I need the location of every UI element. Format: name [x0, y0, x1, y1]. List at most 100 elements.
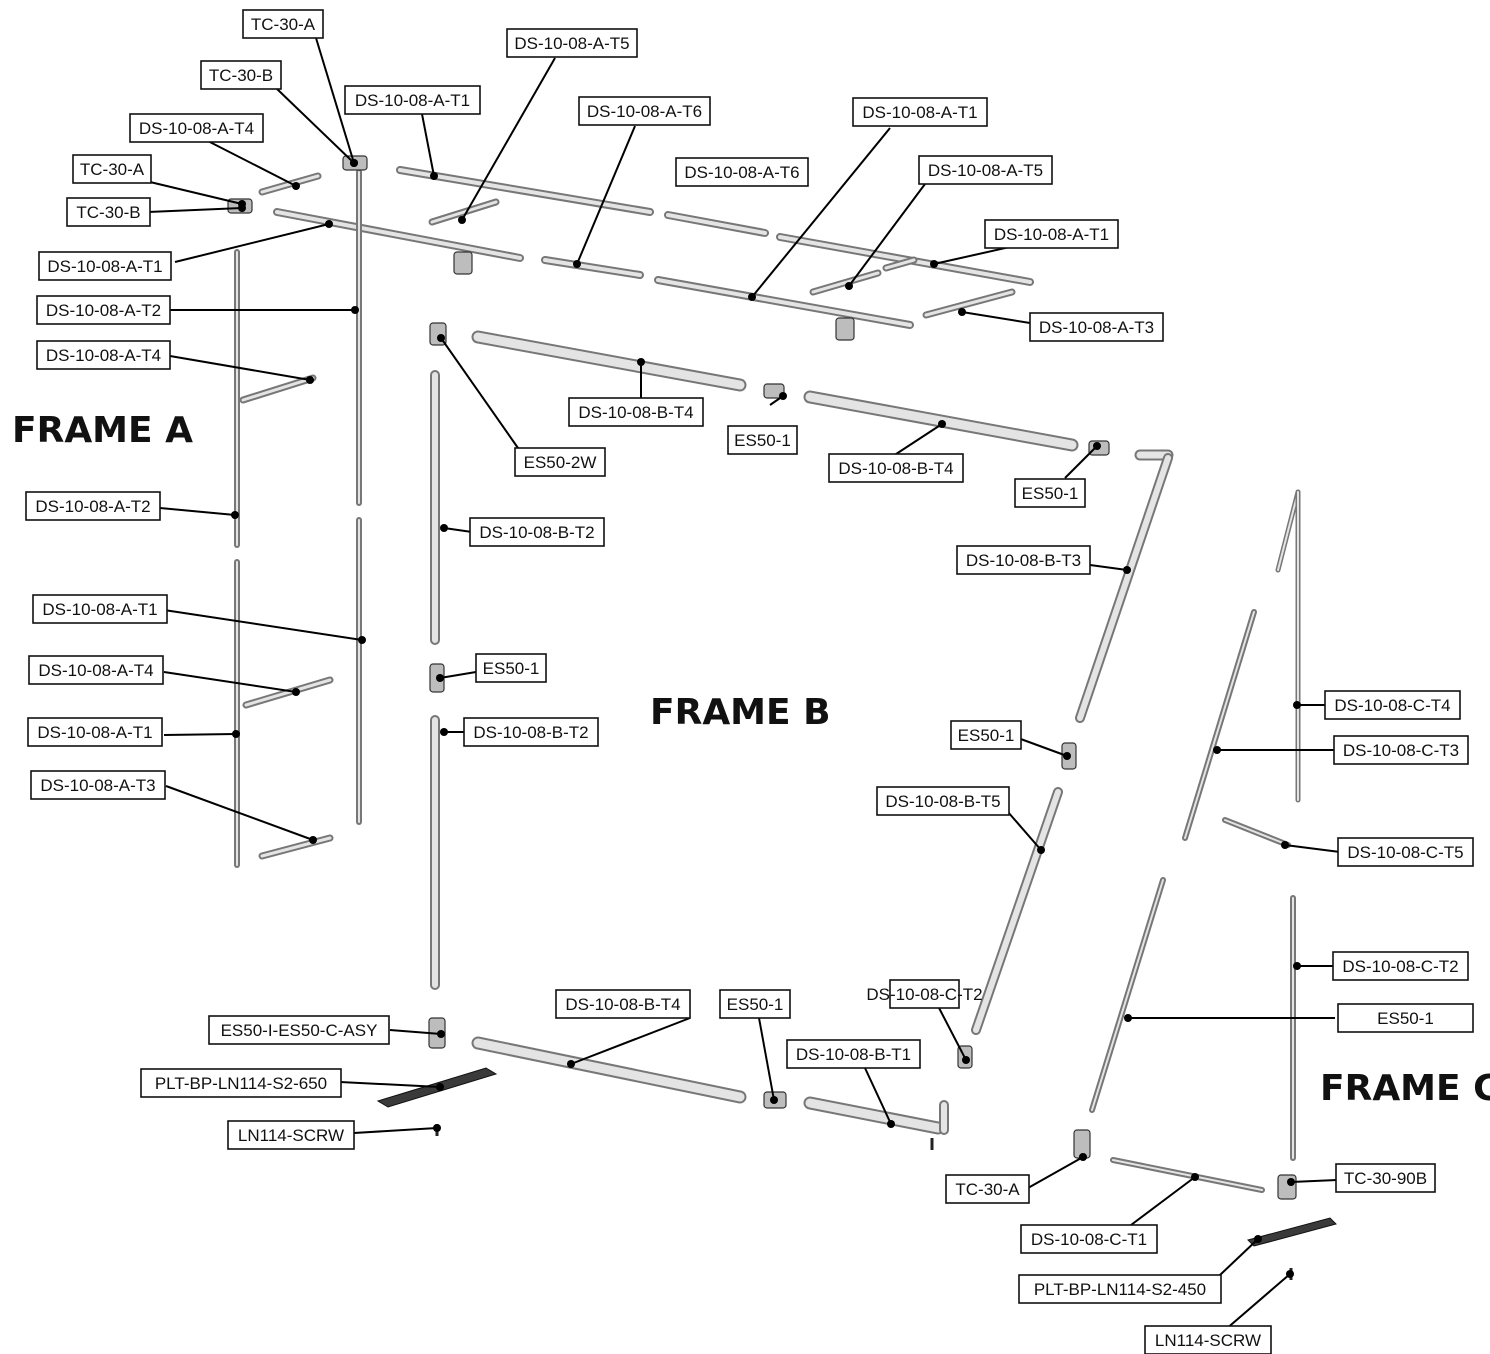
tube-highlight — [656, 278, 912, 327]
label-text: ES50-1 — [1377, 1009, 1434, 1028]
label-box — [727, 425, 798, 455]
label-text: DS-10-08-A-T3 — [1039, 318, 1154, 337]
label-text: TC-30-A — [955, 1180, 1020, 1199]
part-label: DS-10-08-A-T1 — [38, 251, 172, 281]
label-box — [463, 717, 599, 747]
label-text: DS-10-08-A-T4 — [38, 661, 153, 680]
leader-dot — [440, 728, 448, 736]
part-label: DS-10-08-A-T1 — [32, 594, 168, 624]
tube-highlight — [1112, 1159, 1263, 1191]
tube-highlight — [1224, 819, 1289, 846]
leader-dot — [573, 260, 581, 268]
leader-line — [848, 183, 926, 287]
tube-highlight — [666, 213, 767, 235]
es50-1-coupler-top — [763, 383, 785, 399]
leader-line — [353, 1127, 438, 1134]
part-label: DS-10-08-C-T2 — [1332, 951, 1469, 981]
leader-dot — [930, 260, 938, 268]
label-box — [38, 251, 172, 281]
label-text: DS-10-08-B-T4 — [578, 403, 693, 422]
leader-line — [1284, 844, 1341, 853]
label-box — [36, 295, 171, 325]
leader-dot — [748, 293, 756, 301]
leader-dot — [1063, 752, 1071, 760]
label-text: DS-10-08-C-T4 — [1334, 696, 1450, 715]
label-box — [36, 340, 171, 370]
label-text: ES50-1 — [483, 659, 540, 678]
frame-b-title: FRAME B — [650, 692, 831, 733]
leader-dot — [437, 1030, 445, 1038]
label-box — [852, 97, 988, 127]
part-label: DS-10-08-A-T4 — [36, 340, 171, 370]
leader-line — [163, 609, 363, 641]
label-text: DS-10-08-A-T1 — [42, 600, 157, 619]
leader-dot — [358, 636, 366, 644]
leader-line — [165, 785, 314, 841]
part-label: ES50-1 — [475, 653, 547, 683]
tube-highlight — [244, 678, 332, 707]
part-label: DS-10-08-A-T4 — [28, 655, 164, 685]
leader-dot — [306, 376, 314, 384]
leader-line — [159, 507, 236, 516]
label-text: TC-30-B — [76, 203, 140, 222]
top-bracket-left — [453, 251, 473, 275]
label-box — [1029, 312, 1164, 342]
label-box — [242, 9, 324, 39]
leader-dot — [350, 159, 358, 167]
label-text: DS-10-08-A-T5 — [928, 161, 1043, 180]
label-text: DS-10-08-A-T5 — [514, 34, 629, 53]
label-text: ES50-I-ES50-C-ASY — [221, 1021, 378, 1040]
label-box — [32, 594, 168, 624]
leader-dot — [1037, 846, 1045, 854]
leader-line — [758, 1017, 775, 1101]
label-box — [876, 786, 1010, 816]
label-box — [27, 717, 163, 747]
leader-line — [389, 1029, 442, 1035]
label-text: DS-10-08-A-T1 — [37, 723, 152, 742]
leader-dot — [309, 836, 317, 844]
label-box — [945, 1174, 1030, 1204]
leader-dot — [292, 688, 300, 696]
label-box — [506, 28, 638, 58]
label-text: DS-10-08-A-T1 — [355, 91, 470, 110]
leader-line — [751, 127, 891, 298]
leader-dot — [232, 730, 240, 738]
part-label: DS-10-08-B-T4 — [555, 989, 691, 1019]
label-text: ES50-1 — [727, 995, 784, 1014]
leader-line — [440, 337, 519, 449]
label-box — [28, 655, 164, 685]
label-text: DS-10-08-B-T3 — [966, 551, 1081, 570]
leader-dot — [770, 1096, 778, 1104]
label-box — [1337, 1003, 1474, 1033]
leader-line — [169, 355, 311, 381]
leader-line — [1064, 445, 1098, 479]
part-label: PLT-BP-LN114-S2-650 — [140, 1068, 342, 1098]
leader-dot — [1123, 566, 1131, 574]
label-text: DS-10-08-C-T5 — [1347, 843, 1463, 862]
part-label: ES50-1 — [719, 989, 791, 1019]
label-box — [675, 157, 809, 187]
label-box — [469, 517, 605, 547]
part-label: DS-10-08-C-T1 — [1020, 1224, 1158, 1254]
label-box — [568, 397, 704, 427]
label-box — [475, 653, 547, 683]
leader-line — [1290, 1179, 1338, 1183]
tube-highlight — [473, 332, 745, 390]
leader-dot — [436, 674, 444, 682]
label-text: PLT-BP-LN114-S2-450 — [1034, 1280, 1206, 1299]
tc30-90b-connector — [1277, 1174, 1297, 1200]
leader-line — [1219, 1238, 1259, 1276]
label-box — [72, 154, 152, 184]
leader-line — [201, 137, 297, 187]
leader-line — [1126, 1176, 1196, 1229]
label-text: DS-10-08-A-T4 — [139, 119, 254, 138]
tube-highlight — [398, 168, 652, 214]
leader-dot — [238, 204, 246, 212]
label-box — [30, 770, 166, 800]
leader-dot — [1254, 1235, 1262, 1243]
part-label: DS-10-08-A-T5 — [506, 28, 638, 58]
label-box — [918, 155, 1053, 185]
leader-line — [1007, 811, 1042, 851]
tube-highlight — [430, 200, 498, 224]
label-text: DS-10-08-A-T3 — [40, 776, 155, 795]
